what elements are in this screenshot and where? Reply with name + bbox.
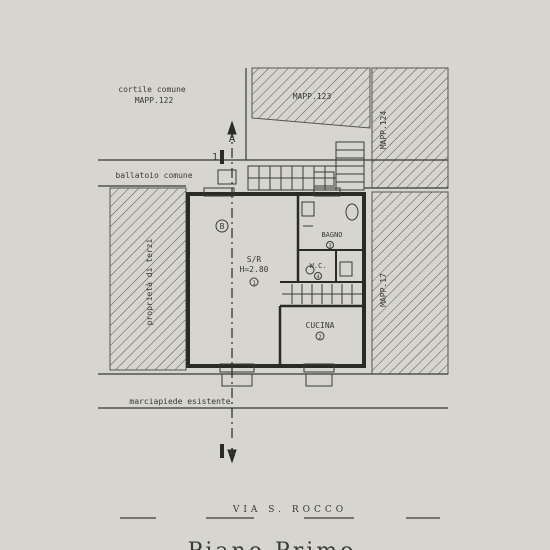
hatch-mapp-123 (251, 67, 371, 129)
label-mapp-124: MAPP.124 (379, 111, 388, 150)
label-cucina: CUCINA (306, 321, 335, 330)
section-number-top: 1 (212, 152, 218, 163)
label-room-main-height: H=2.80 (240, 265, 269, 274)
stairs-ballatoio (247, 141, 365, 191)
label-room-main-number: 1 (252, 280, 256, 287)
label-bagno-number: 3 (328, 244, 331, 250)
bathroom-fixtures (301, 201, 359, 277)
label-cortile-comune: cortile comune (118, 85, 186, 94)
section-letter-top: A (229, 132, 236, 145)
label-ballatoio: ballatoio comune (115, 171, 192, 180)
section-letter-bottom: A (229, 446, 236, 459)
section-line (220, 120, 237, 464)
stairs-internal (282, 284, 362, 304)
plan-title: Piano Primo (188, 539, 357, 550)
street-name: VIA S. ROCCO (232, 505, 347, 515)
label-room-b: B (220, 222, 225, 231)
hatch-mapp-17 (371, 191, 449, 375)
label-mapp-123: MAPP.123 (293, 92, 332, 101)
label-wc-number: 4 (316, 275, 319, 281)
label-marciapiede: marciapiede esistente (129, 397, 230, 406)
label-proprieta-terzi: proprietà di terzi (145, 238, 154, 325)
label-cortile-mapp: MAPP.122 (135, 96, 174, 105)
hatch-mapp-124 (371, 67, 449, 189)
windows (203, 169, 341, 387)
label-cucina-number: 2 (318, 334, 322, 341)
label-mapp-17: MAPP.17 (379, 273, 388, 307)
hatch-proprieta-terzi (109, 187, 187, 371)
apartment-walls (186, 192, 366, 368)
label-room-main: S/R (247, 255, 262, 264)
label-bagno: BAGNO (321, 231, 342, 239)
label-wc: W.C. (310, 262, 327, 270)
